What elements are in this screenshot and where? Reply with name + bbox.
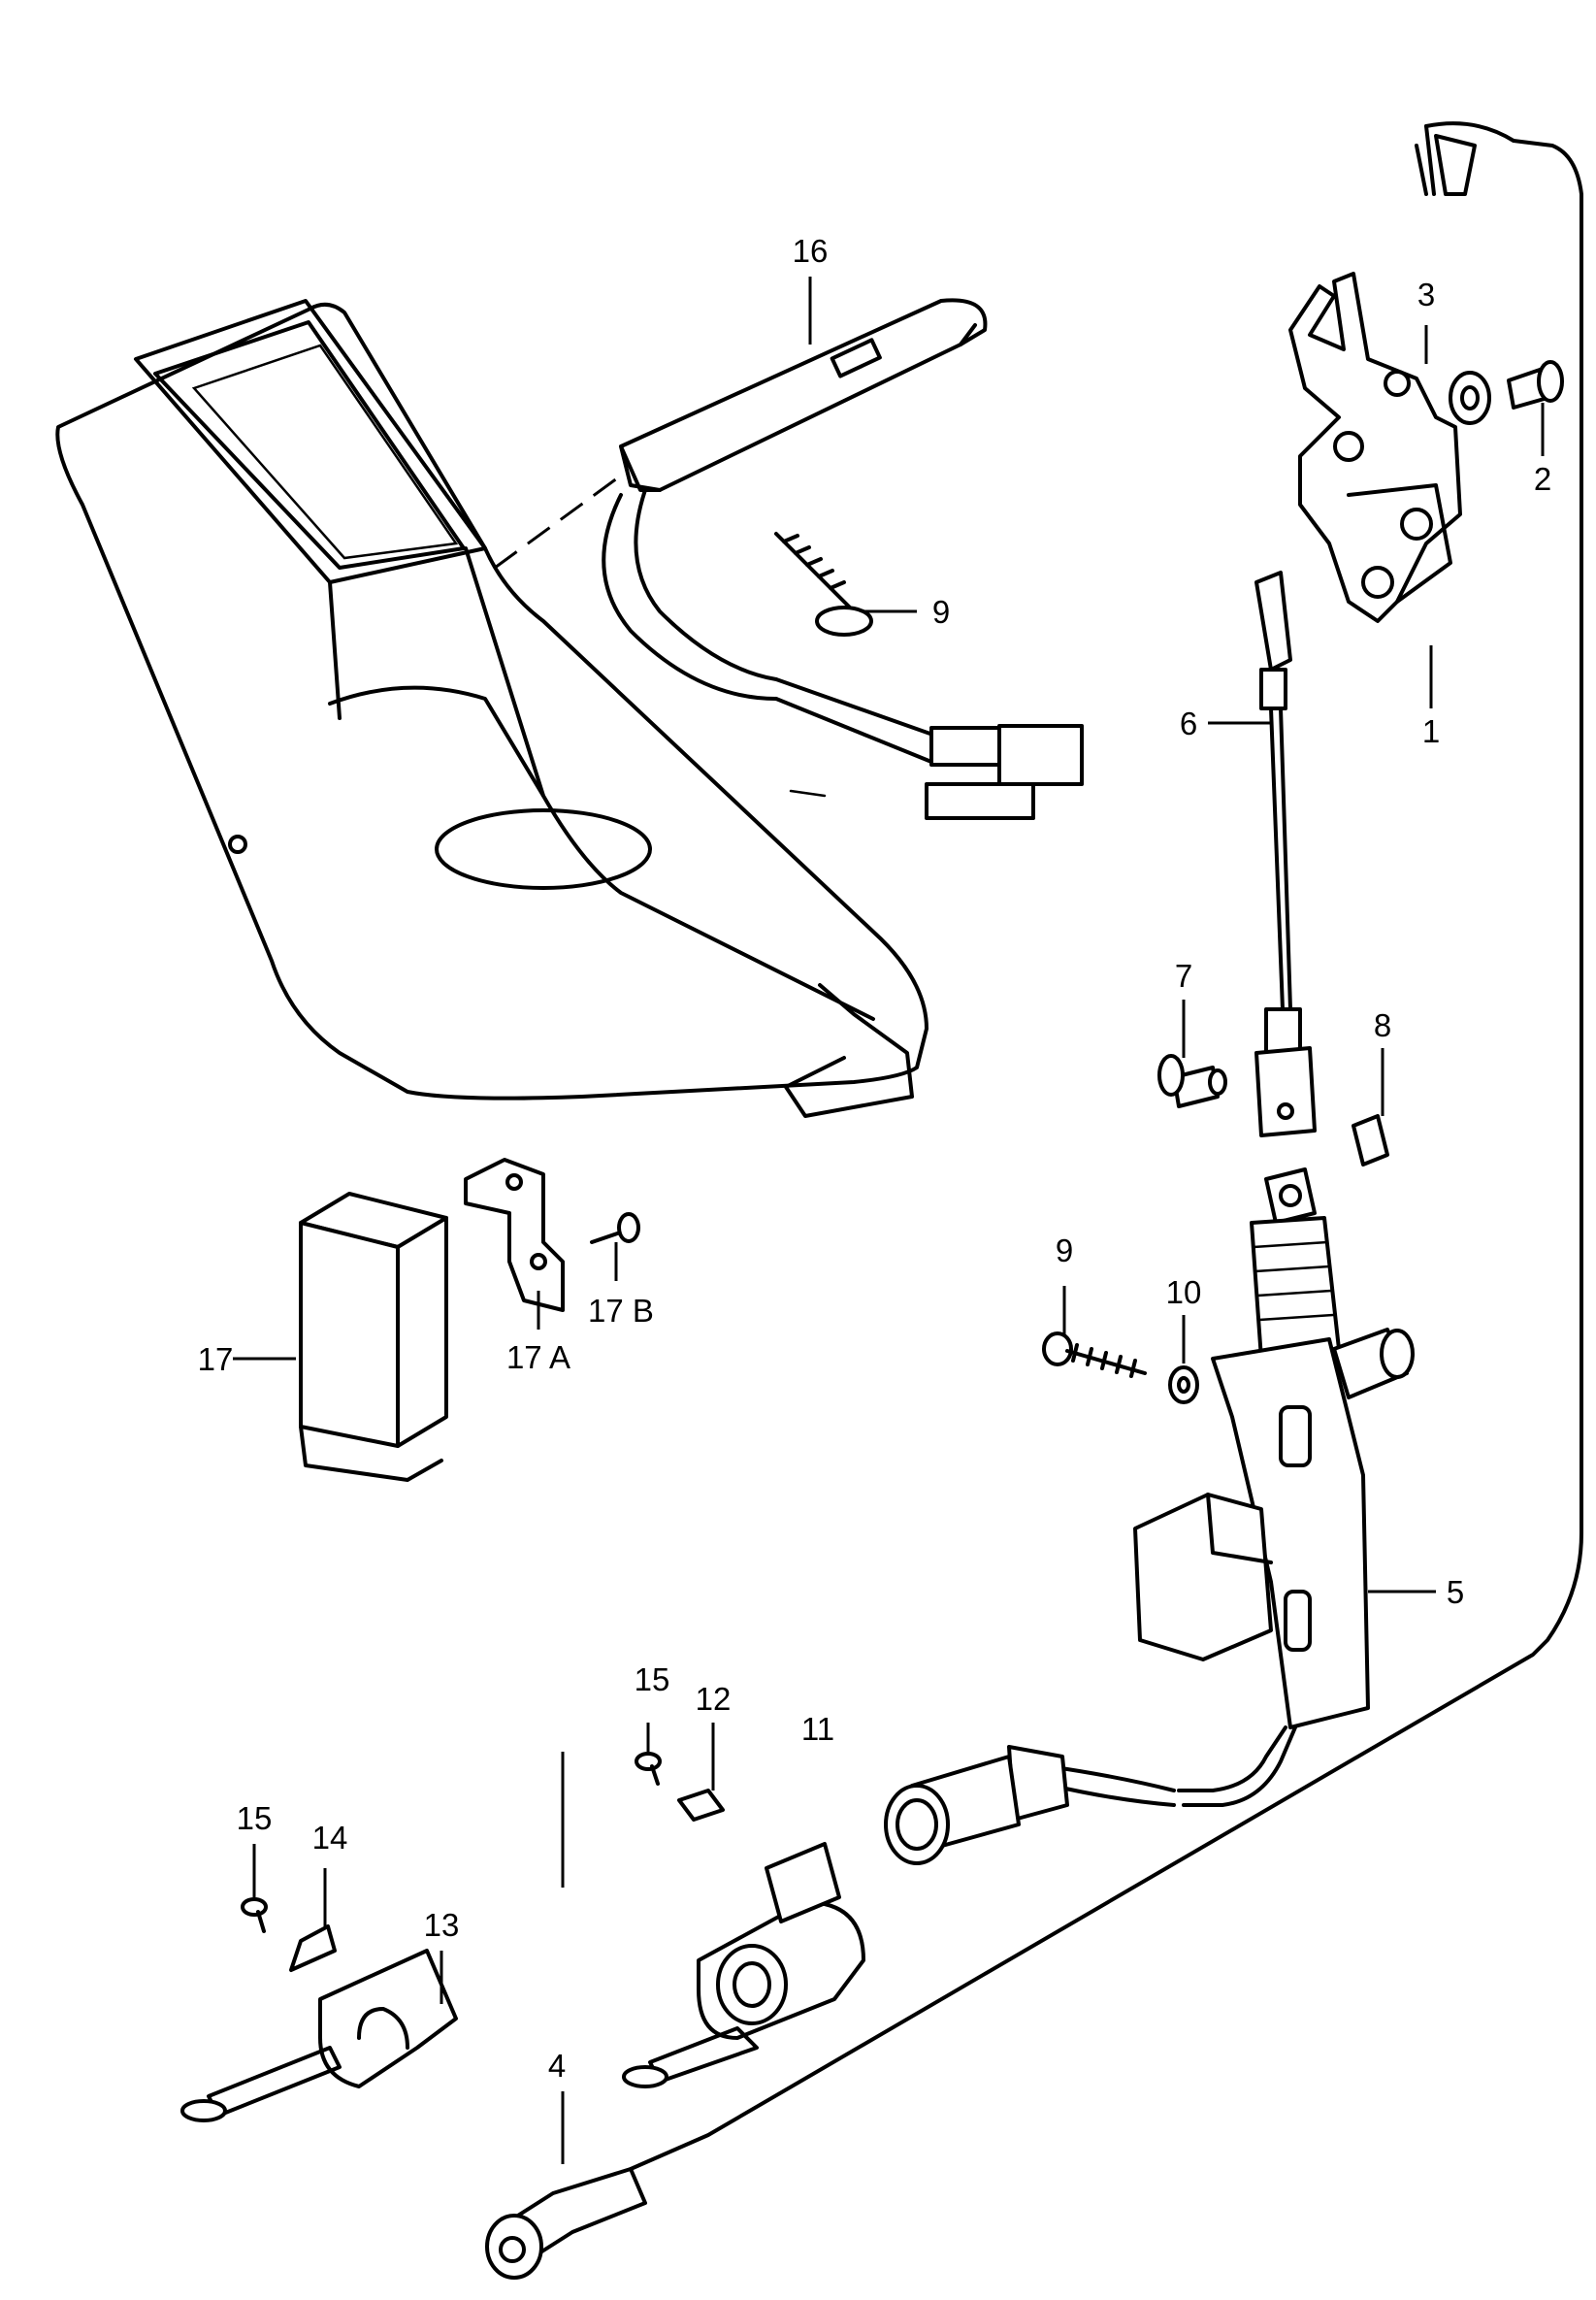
callout-15-left: 15 (237, 1800, 273, 1836)
dashed-leader-16 (494, 474, 622, 570)
part-17-control-unit (299, 1192, 448, 1482)
part-15-screw-left (241, 1897, 268, 1933)
callout-10: 10 (1166, 1274, 1202, 1310)
part-15-screw-right (635, 1752, 662, 1786)
callout-17a: 17 A (506, 1339, 570, 1375)
part-7-pin (1157, 1054, 1227, 1108)
part-13-cover-with-key (180, 1949, 458, 2122)
part-6-rod (1254, 571, 1317, 1137)
callout-8: 8 (1374, 1007, 1391, 1043)
part-5-actuator (1133, 1167, 1415, 1729)
callout-6: 6 (1180, 706, 1197, 741)
callout-17b: 17 B (588, 1293, 654, 1329)
callout-4: 4 (548, 2048, 566, 2084)
part-2-screw (1507, 360, 1564, 410)
part-12-clip (677, 1789, 725, 1822)
part-9-screw-middle (1042, 1331, 1147, 1378)
part-11-ring-with-key (622, 1842, 865, 2088)
callout-5: 5 (1447, 1574, 1464, 1610)
callout-13: 13 (424, 1907, 460, 1943)
callout-16: 16 (793, 233, 829, 269)
part-17a-bracket (464, 1158, 565, 1312)
callout-15-right: 15 (635, 1661, 670, 1697)
part-9-screw-top (774, 532, 873, 637)
leader-lines (233, 277, 1545, 2164)
part-3-washer (1449, 371, 1491, 425)
callout-11: 11 (801, 1711, 834, 1747)
part-1-lock-mechanism (1288, 272, 1462, 623)
callout-9-middle: 9 (1056, 1232, 1073, 1268)
callout-9-top: 9 (932, 594, 950, 630)
part-16-switch-module (602, 298, 1084, 820)
callout-12: 12 (696, 1681, 732, 1717)
center-console (55, 299, 928, 1118)
callout-labels: 16 9 3 2 1 6 7 8 9 10 5 11 12 15 15 14 1… (198, 233, 1552, 2084)
part-5-cable (884, 1725, 1297, 1865)
callout-7: 7 (1175, 958, 1192, 994)
part-10-washer (1168, 1365, 1199, 1404)
part-14-plate (289, 1924, 337, 1972)
callout-2: 2 (1534, 461, 1551, 497)
callout-3: 3 (1417, 277, 1435, 312)
callout-14: 14 (312, 1820, 348, 1856)
part-17b-screw (590, 1212, 640, 1244)
part-8-clip (1352, 1114, 1389, 1166)
part-4-cable (485, 121, 1583, 2280)
callout-17: 17 (198, 1341, 234, 1377)
callout-1: 1 (1422, 713, 1440, 749)
